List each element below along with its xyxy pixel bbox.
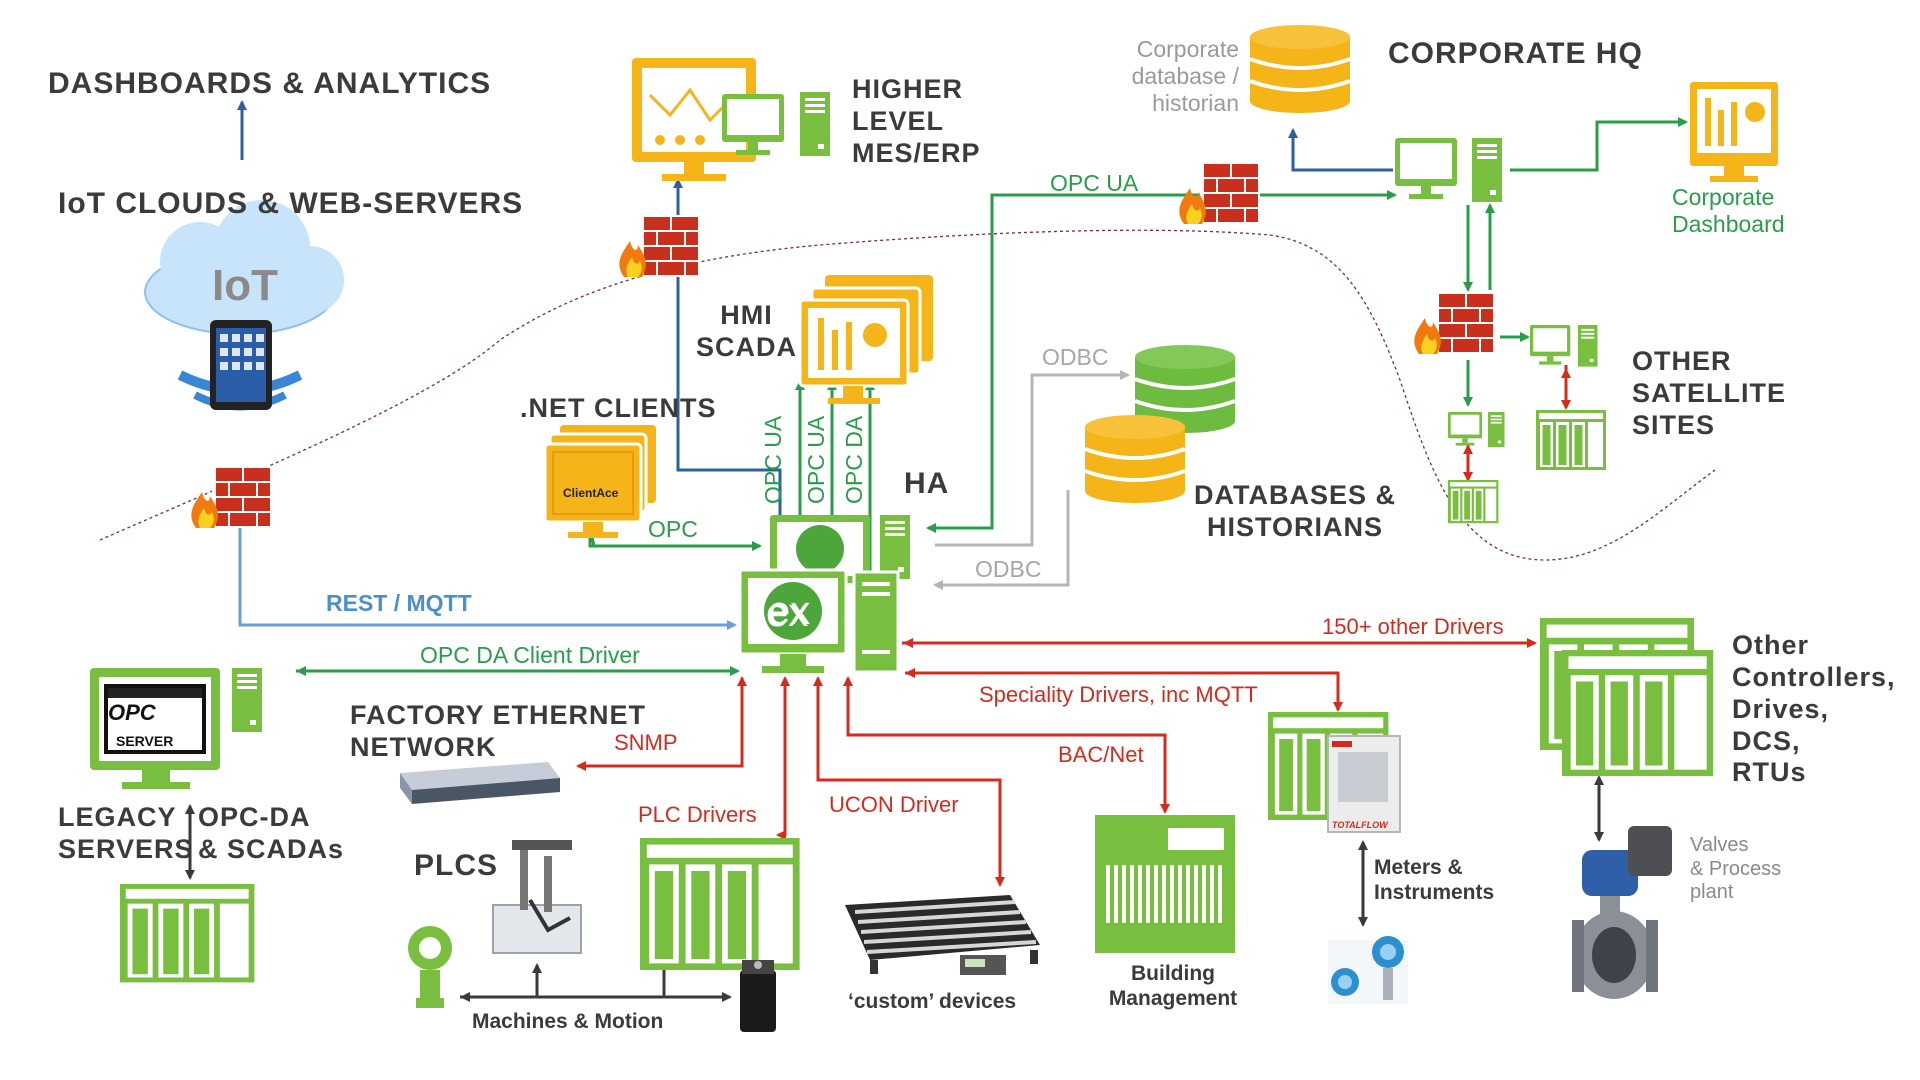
iot-cloud-icon: [144, 200, 344, 411]
label-speciality-drivers: Speciality Drivers, inc MQTT: [979, 682, 1258, 707]
heading-opc-da-scadas: OPC-DA& SCADAs: [198, 802, 345, 864]
plc-rack-icon: [640, 838, 800, 970]
opc-server-icon: [90, 668, 220, 789]
label-opc: OPC: [648, 516, 698, 542]
ex-logo-text: ex: [768, 589, 811, 633]
transmitter-icon: [1328, 936, 1408, 1004]
heading-plcs: PLCS: [414, 849, 499, 882]
label-opc-ua-vertical-1: OPC UA: [760, 415, 786, 504]
firewall-icon: [191, 466, 272, 528]
weighing-scale-icon: [845, 895, 1040, 975]
caption-machines-motion: Machines & Motion: [472, 1010, 664, 1033]
mes-erp-tower-icon: [800, 92, 830, 156]
totalflow-logo-text: TOTALFLOW: [1332, 820, 1388, 830]
firewall-icon: [1414, 292, 1495, 354]
label-other-drivers: 150+ other Drivers: [1322, 614, 1504, 639]
kepserver-ha-icon: [770, 515, 910, 583]
totalflow-meter-icon: [1327, 735, 1401, 833]
label-opc-ua-vertical-2: OPC UA: [803, 415, 829, 504]
heading-iot-clouds: IoT CLOUDS & WEB-SERVERS: [58, 187, 524, 220]
corporate-pc-icon: [1395, 138, 1457, 199]
label-rest-mqtt: REST / MQTT: [326, 590, 472, 616]
label-plc-drivers: PLC Drivers: [638, 802, 757, 827]
opc-server-logo-text: OPC: [108, 700, 156, 725]
label-odbc-top: ODBC: [1042, 344, 1109, 370]
corporate-dashboard-icon: [1690, 82, 1778, 182]
hmi-scada-icon: [798, 275, 933, 404]
kepserver-icon: [738, 568, 900, 674]
clientace-monitor-icon: [543, 425, 656, 538]
network-switch-icon: [400, 762, 560, 804]
heading-databases: DATABASES &HISTORIANS: [1194, 480, 1397, 542]
legacy-tower-icon: [232, 668, 262, 732]
firewall-icon: [1179, 162, 1260, 224]
label-ucon-driver: UCON Driver: [829, 792, 959, 817]
process-valve-icon: [1572, 826, 1672, 999]
firewall-icon: [619, 215, 700, 277]
robot-machine-icon: [492, 840, 582, 954]
label-opc-da-vertical: OPC DA: [841, 415, 867, 504]
corporate-database-icon: [1248, 23, 1352, 115]
label-opc-da-client: OPC DA Client Driver: [420, 642, 640, 668]
heading-dashboards: DASHBOARDS & ANALYTICS: [48, 67, 492, 100]
historian-icon: [1083, 413, 1187, 505]
iot-label: IoT: [212, 261, 278, 310]
heading-ha: HA: [904, 467, 950, 500]
caption-custom-devices: ‘custom’ devices: [848, 990, 1017, 1013]
opc-server-logo-subtext: SERVER: [116, 733, 174, 749]
site-boundary: [99, 229, 1716, 561]
label-snmp: SNMP: [614, 730, 678, 755]
label-bacnet: BAC/Net: [1058, 742, 1144, 767]
servo-motor-icon: [740, 960, 776, 1032]
sensor-icon: [408, 926, 452, 1008]
clientace-logo-text: ClientAce: [563, 486, 619, 500]
heading-net-clients: .NET CLIENTS: [520, 393, 717, 423]
corporate-tower-icon: [1472, 138, 1502, 202]
label-opc-ua-top: OPC UA: [1050, 170, 1139, 196]
heading-corporate-hq: CORPORATE HQ: [1388, 37, 1643, 70]
caption-meters-instruments: Meters &Instruments: [1374, 856, 1495, 904]
label-odbc-bottom: ODBC: [975, 556, 1042, 582]
building-management-icon: [1095, 815, 1235, 953]
ha-ex-logo-text: ex: [766, 591, 809, 635]
